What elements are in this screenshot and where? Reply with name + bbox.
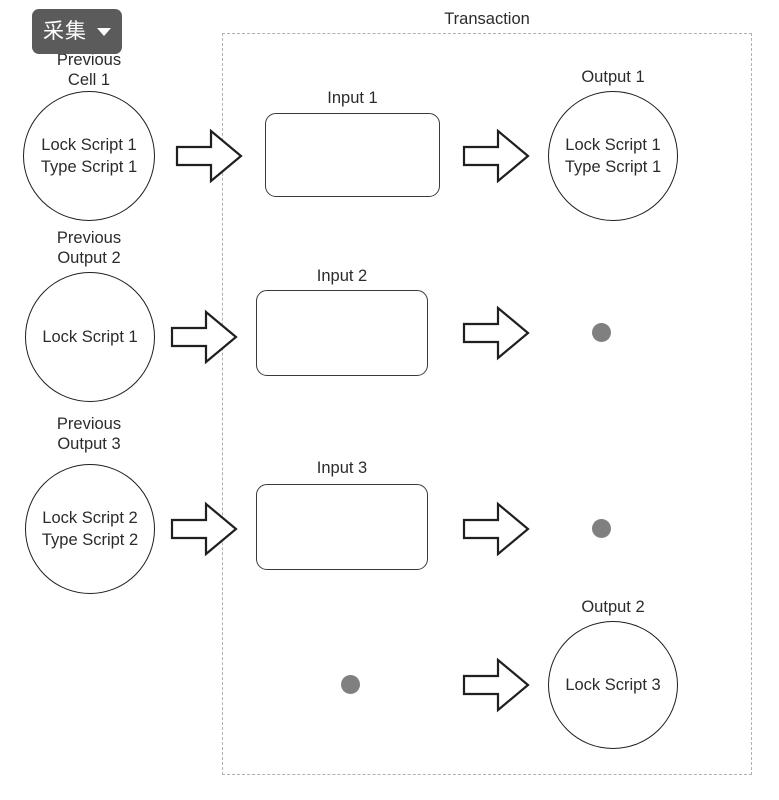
capture-button[interactable]: 采集	[32, 9, 122, 54]
previous-cell-1-caption: Previous Cell 1	[56, 51, 122, 89]
output-1-circle[interactable]: Lock Script 1 Type Script 1	[548, 91, 678, 221]
chevron-down-icon[interactable]	[97, 27, 111, 36]
arrow-right-icon	[462, 127, 530, 185]
previous-output-2-caption: Previous Output 2	[56, 229, 122, 267]
transaction-boundary	[222, 33, 752, 775]
output-2-circle[interactable]: Lock Script 3	[548, 621, 678, 749]
input-3-box[interactable]	[256, 484, 428, 570]
input-2-box[interactable]	[256, 290, 428, 376]
input-1-box[interactable]	[265, 113, 440, 197]
transaction-label: Transaction	[444, 10, 530, 28]
input-3-caption: Input 3	[316, 459, 368, 477]
input-placeholder-dot	[341, 675, 360, 694]
previous-output-3-circle[interactable]: Lock Script 2 Type Script 2	[25, 464, 155, 594]
previous-cell-1-circle[interactable]: Lock Script 1 Type Script 1	[23, 91, 155, 221]
arrow-right-icon	[170, 308, 238, 366]
arrow-right-icon	[170, 500, 238, 558]
output-placeholder-dot	[592, 323, 611, 342]
capture-button-label: 采集	[43, 20, 87, 43]
input-2-caption: Input 2	[316, 267, 368, 285]
output-2-caption: Output 2	[581, 598, 645, 616]
arrow-right-icon	[175, 127, 243, 185]
arrow-right-icon	[462, 304, 530, 362]
output-placeholder-dot	[592, 519, 611, 538]
arrow-right-icon	[462, 656, 530, 714]
previous-output-3-caption: Previous Output 3	[56, 415, 122, 453]
output-1-caption: Output 1	[581, 68, 645, 86]
input-1-caption: Input 1	[327, 89, 378, 107]
arrow-right-icon	[462, 500, 530, 558]
previous-output-2-circle[interactable]: Lock Script 1	[25, 272, 155, 402]
